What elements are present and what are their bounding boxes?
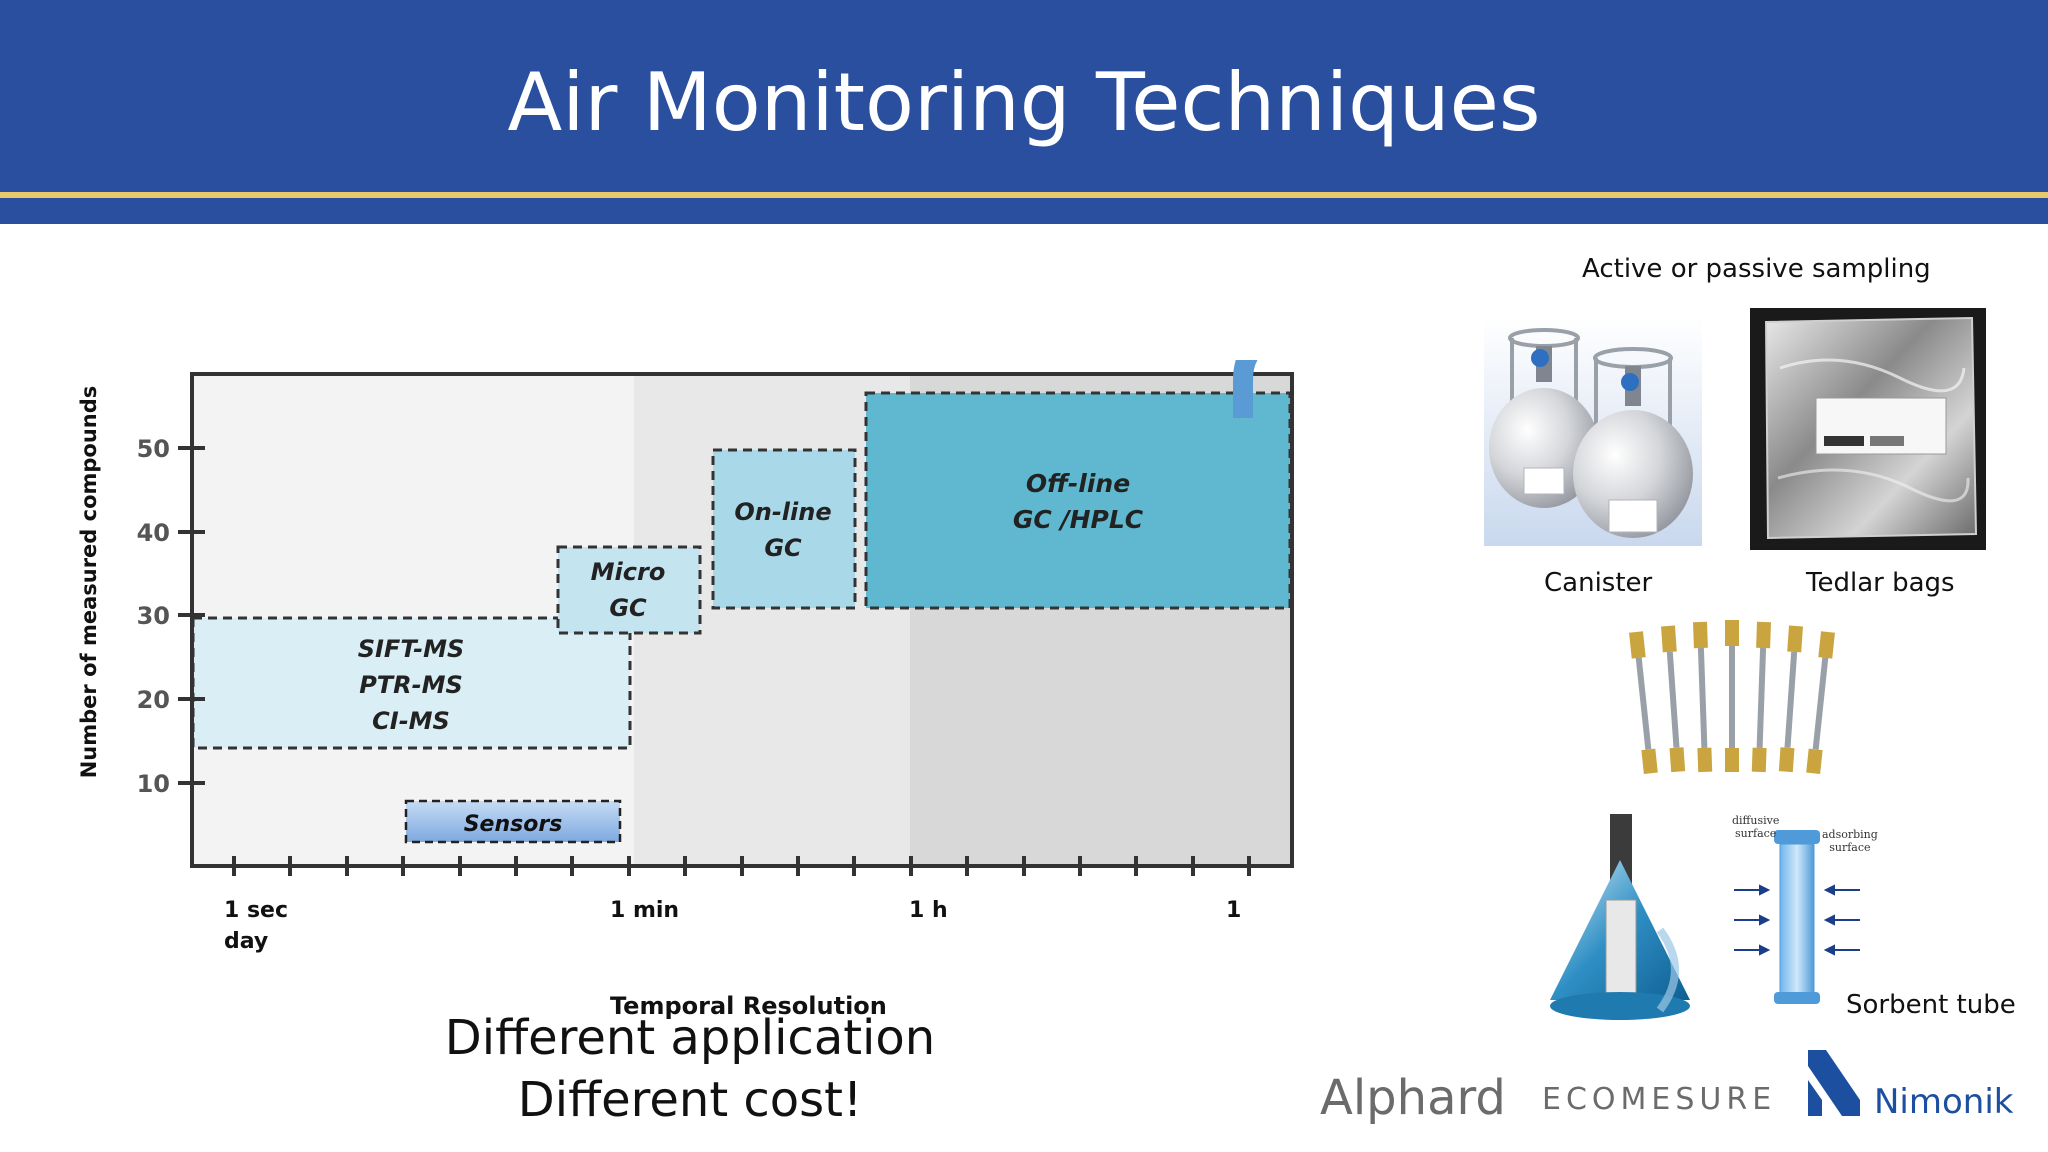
- header-banner: Air Monitoring Techniques: [0, 0, 2048, 192]
- alphard-logo: Alphard: [1320, 1070, 1506, 1126]
- radial-sampler-diagram: [1734, 830, 1860, 1004]
- micro-gc-box: [556, 545, 702, 635]
- x-tick-1sec: 1 sec: [224, 898, 289, 923]
- caption-line-2: Different cost!: [517, 1072, 863, 1128]
- x-axis-label: Temporal Resolution: [610, 992, 887, 1020]
- sorbent-tube-label: Sorbent tube: [1846, 990, 2016, 1020]
- online-gc-box: [711, 448, 857, 610]
- x-axis-ticks: [232, 856, 1251, 876]
- sensors-box: [404, 799, 622, 844]
- nimonik-logo-icon: [1808, 1050, 1860, 1116]
- adsorbing-surface-label: adsorbing surface: [1822, 828, 1878, 854]
- tedlar-bags-label: Tedlar bags: [1806, 568, 1955, 598]
- online-gc-label: GC: [764, 534, 802, 562]
- passive-sampler-image: [1550, 814, 1690, 1020]
- offline-label: Off-line: [1026, 469, 1130, 498]
- canister-left-icon: [1489, 328, 1599, 508]
- x-tick-day: day: [224, 929, 269, 954]
- sampling-arrow-shaft: [1233, 360, 1258, 418]
- y-tick-40: 40: [137, 519, 170, 547]
- diffusion-arrows-icon: [1734, 884, 1860, 956]
- y-tick-50: 50: [137, 435, 170, 463]
- header-strip: [0, 198, 2048, 224]
- caption-line-1: Different application: [444, 1010, 936, 1066]
- sampling-heading: Active or passive sampling: [1582, 254, 1931, 284]
- offline-gc-hplc-label: GC /HPLC: [1013, 505, 1144, 534]
- temporal-resolution-diagram: SIFT-MS PTR-MS CI-MS Micro GC On-line GC…: [137, 360, 1294, 876]
- nimonik-logo: Nimonik: [1874, 1082, 2014, 1122]
- y-tick-30: 30: [137, 602, 170, 630]
- ci-ms-label: CI-MS: [372, 707, 450, 735]
- y-tick-10: 10: [137, 770, 170, 798]
- sorbent-tubes-image: [1629, 620, 1835, 774]
- micro-label: Micro: [591, 558, 666, 586]
- tube-set-icon: [1629, 620, 1835, 774]
- ecomesure-logo: ECOMESURE: [1542, 1082, 1777, 1117]
- diffusive-surface-label: diffusive surface: [1732, 814, 1780, 840]
- canister-right-icon: [1573, 347, 1693, 538]
- sensors-label: Sensors: [464, 812, 563, 837]
- offline-gc-hplc-box: [864, 391, 1292, 610]
- ptr-ms-label: PTR-MS: [359, 671, 463, 699]
- x-tick-1min: 1 min: [610, 898, 680, 923]
- header-divider: [0, 192, 2048, 198]
- micro-gc-label: GC: [609, 594, 647, 622]
- x-tick-1: 1: [1226, 898, 1242, 923]
- canister-image: [1484, 318, 1702, 546]
- online-label: On-line: [734, 498, 831, 526]
- y-tick-20: 20: [137, 686, 170, 714]
- y-axis-label: Number of measured compounds: [77, 385, 101, 779]
- sift-ms-label: SIFT-MS: [358, 635, 465, 663]
- x-tick-1h: 1 h: [909, 898, 948, 923]
- y-axis-ticks: [178, 446, 205, 785]
- tedlar-bag-image: [1750, 308, 1986, 550]
- canister-label: Canister: [1544, 568, 1653, 598]
- page-title: Air Monitoring Techniques: [507, 56, 1541, 149]
